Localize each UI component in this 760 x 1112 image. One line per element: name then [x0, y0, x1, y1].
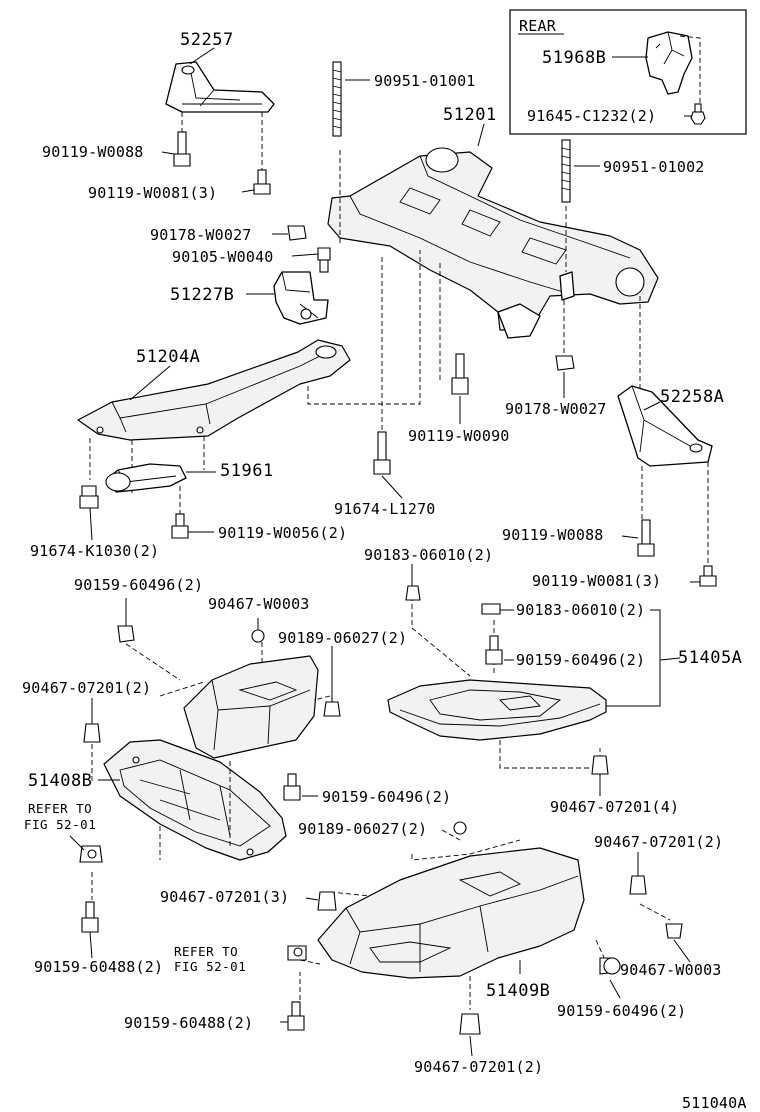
bracket-51961-drawing [105, 463, 216, 514]
label-90467-w0003-b: 90467-W0003 [620, 961, 722, 979]
bracket-52258a-drawing [617, 296, 713, 566]
bolt-90159-60488-a-drawing [81, 901, 99, 959]
label-90183-06010-a: 90183-06010(2) [364, 546, 493, 564]
label-90189-06027-b: 90189-06027(2) [298, 820, 427, 838]
label-90467-07201-a: 90467-07201(2) [22, 679, 151, 697]
beam-51204a-drawing [77, 250, 441, 496]
label-90189-06027-a: 90189-06027(2) [278, 629, 407, 647]
mount-51227b-drawing [246, 271, 329, 325]
bolt-90159-60496-c-drawing [283, 773, 318, 801]
label-90119-w0056: 90119-W0056(2) [218, 524, 347, 542]
bolt-90159-60488-b-drawing [280, 1001, 305, 1031]
nut-90178-w0027-left-drawing [272, 225, 307, 241]
label-91674-l1270: 91674-L1270 [334, 500, 436, 518]
label-91674-k1030: 91674-K1030(2) [30, 542, 159, 560]
label-90119-w0081-left: 90119-W0081(3) [88, 184, 217, 202]
clip-90467-w0003-a-drawing [251, 618, 265, 643]
bolt-90159-60496-d-drawing [599, 957, 621, 999]
label-refer-a-line1: REFER TO [28, 801, 92, 816]
cover-51409b-drawing [299, 829, 671, 1010]
label-90159-60496-b: 90159-60496(2) [516, 651, 645, 669]
label-90178-w0027-left: 90178-W0027 [150, 226, 252, 244]
label-51409b: 51409B [486, 981, 550, 1001]
bolt-90119-w0056-drawing [171, 513, 214, 539]
label-90105-w0040: 90105-W0040 [172, 248, 274, 266]
nut-90178-w0027-right-drawing [555, 300, 575, 398]
clip-90189-06027-a-drawing [323, 646, 341, 717]
label-51204a: 51204A [136, 347, 200, 367]
bolt-90119-w0090-drawing [451, 353, 469, 424]
clip-90467-w0003-b-drawing [665, 923, 691, 963]
label-90467-07201-c: 90467-07201(2) [594, 833, 723, 851]
label-90119-w0090: 90119-W0090 [408, 427, 510, 445]
label-90467-07201-d: 90467-07201(3) [160, 888, 289, 906]
label-90159-60496-a: 90159-60496(2) [74, 576, 203, 594]
clip-90189-06027-b-drawing [453, 821, 467, 835]
inset-title: REAR [519, 17, 557, 35]
cover-upper-left-drawing [125, 642, 331, 759]
bolt-90119-w0081-left-drawing [241, 169, 271, 195]
label-52258a: 52258A [660, 387, 724, 407]
clip-90183-06010-b-drawing [481, 603, 514, 615]
label-90467-07201-e: 90467-07201(2) [414, 1058, 543, 1076]
bolt-91674-l1270-drawing [373, 256, 403, 499]
label-90951-01001: 90951-01001 [374, 72, 476, 90]
bolt-90119-w0088-right-drawing [621, 519, 655, 557]
bolt-90159-60496-a-drawing [117, 598, 135, 643]
label-91645-c1232: 91645-C1232(2) [527, 107, 656, 125]
label-90119-w0088-right: 90119-W0088 [502, 526, 604, 544]
bolt-90159-60496-b-drawing [485, 635, 514, 665]
label-90183-06010-b: 90183-06010(2) [516, 601, 645, 619]
rear-inset-frame [509, 9, 747, 135]
bolt-90119-w0081-right-drawing [690, 565, 717, 587]
clip-90467-07201-4-drawing [591, 755, 609, 796]
label-51405a: 51405A [678, 648, 742, 668]
bracket-51968b-drawing [612, 31, 701, 108]
clip-refer-a-drawing [69, 835, 103, 863]
clip-90183-06010-a-drawing [405, 564, 421, 601]
crossmember-51201-drawing [327, 123, 659, 339]
bolt-91674-k1030-drawing [79, 485, 99, 541]
label-90951-01002: 90951-01002 [603, 158, 705, 176]
cover-51405a-drawing [387, 596, 681, 769]
stud-90951-01001-drawing [332, 61, 370, 137]
cover-51408b-drawing [91, 739, 287, 900]
label-51968b: 51968B [542, 48, 606, 68]
label-90159-60488-a: 90159-60488(2) [34, 958, 163, 976]
clip-90467-07201-2-e-drawing [459, 1013, 481, 1057]
label-51408b: 51408B [28, 771, 92, 791]
label-90467-w0003-a: 90467-W0003 [208, 595, 310, 613]
label-refer-a-line2: FIG 52-01 [24, 817, 96, 832]
label-refer-b-line1: REFER TO [174, 944, 238, 959]
label-51201: 51201 [443, 105, 497, 125]
label-refer-b-line2: FIG 52-01 [174, 959, 246, 974]
clip-90467-07201-2-a-drawing [83, 698, 101, 743]
label-90119-w0088-left: 90119-W0088 [42, 143, 144, 161]
stud-90951-01002-drawing [561, 139, 600, 203]
label-90178-w0027-right: 90178-W0027 [505, 400, 607, 418]
bolt-90105-w0040-drawing [291, 247, 331, 273]
label-90159-60496-c: 90159-60496(2) [322, 788, 451, 806]
label-90159-60496-d: 90159-60496(2) [557, 1002, 686, 1020]
label-52257: 52257 [180, 30, 234, 50]
label-51961: 51961 [220, 461, 274, 481]
bolt-90119-w0088-left-drawing [161, 131, 191, 167]
label-90119-w0081-right: 90119-W0081(3) [532, 572, 661, 590]
bolt-91645-drawing [684, 103, 706, 125]
label-90467-07201-b: 90467-07201(4) [550, 798, 679, 816]
label-51227b: 51227B [170, 285, 234, 305]
label-90159-60488-b: 90159-60488(2) [124, 1014, 253, 1032]
clip-refer-b-drawing [287, 945, 307, 961]
clip-90467-07201-2-c-drawing [629, 852, 647, 895]
clip-90467-07201-3-drawing [305, 891, 337, 911]
diagram-code: 511040A [682, 1094, 747, 1112]
